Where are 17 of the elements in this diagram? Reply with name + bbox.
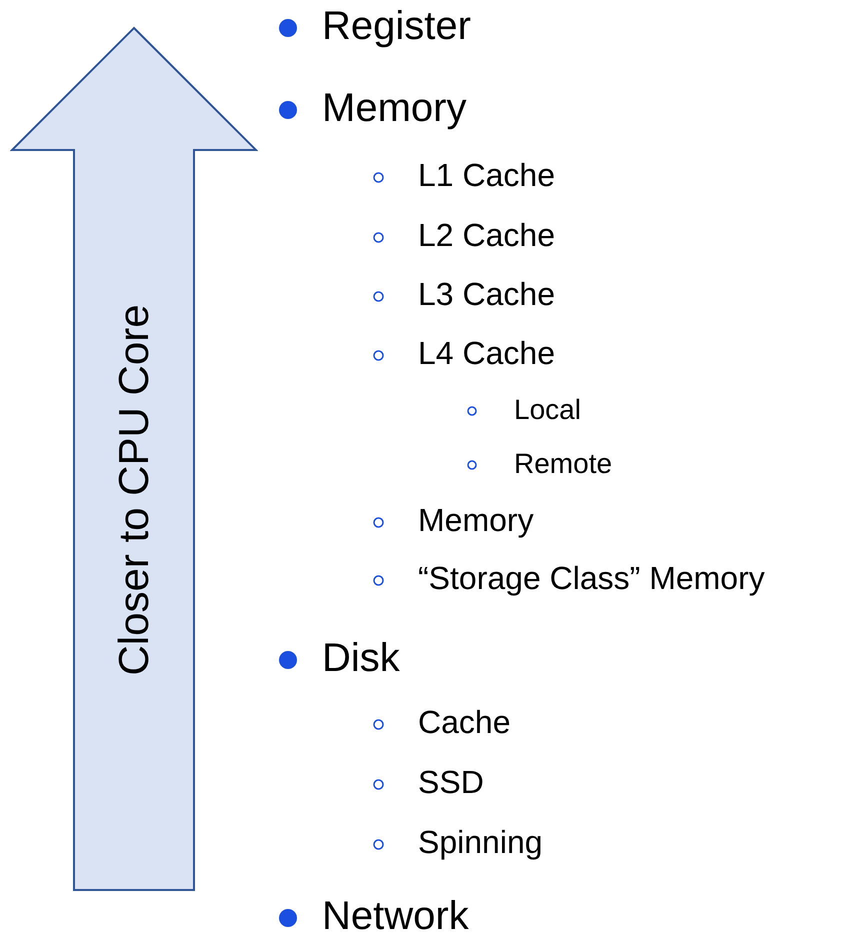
list-item-text: L2 Cache xyxy=(418,219,555,252)
list-item-text: Network xyxy=(322,896,469,936)
list-item-text: Local xyxy=(514,396,581,424)
list-item-text: L4 Cache xyxy=(418,337,555,370)
list-item-text: Spinning xyxy=(418,826,543,858)
list-item-text: Cache xyxy=(418,706,510,738)
arrow-label: Closer to CPU Core xyxy=(113,304,155,676)
list-item-text: Memory xyxy=(322,88,466,128)
list-item-text: Memory xyxy=(418,504,534,536)
list-item-text: Remote xyxy=(514,450,612,478)
list-item-text: “Storage Class” Memory xyxy=(418,562,765,594)
list-item-text: L3 Cache xyxy=(418,278,555,310)
list-item-text: L1 Cache xyxy=(418,159,555,192)
list-item-text: Disk xyxy=(322,638,400,678)
list-item-text: SSD xyxy=(418,766,484,798)
up-arrow xyxy=(10,26,258,892)
list-item-text: Register xyxy=(322,6,471,46)
